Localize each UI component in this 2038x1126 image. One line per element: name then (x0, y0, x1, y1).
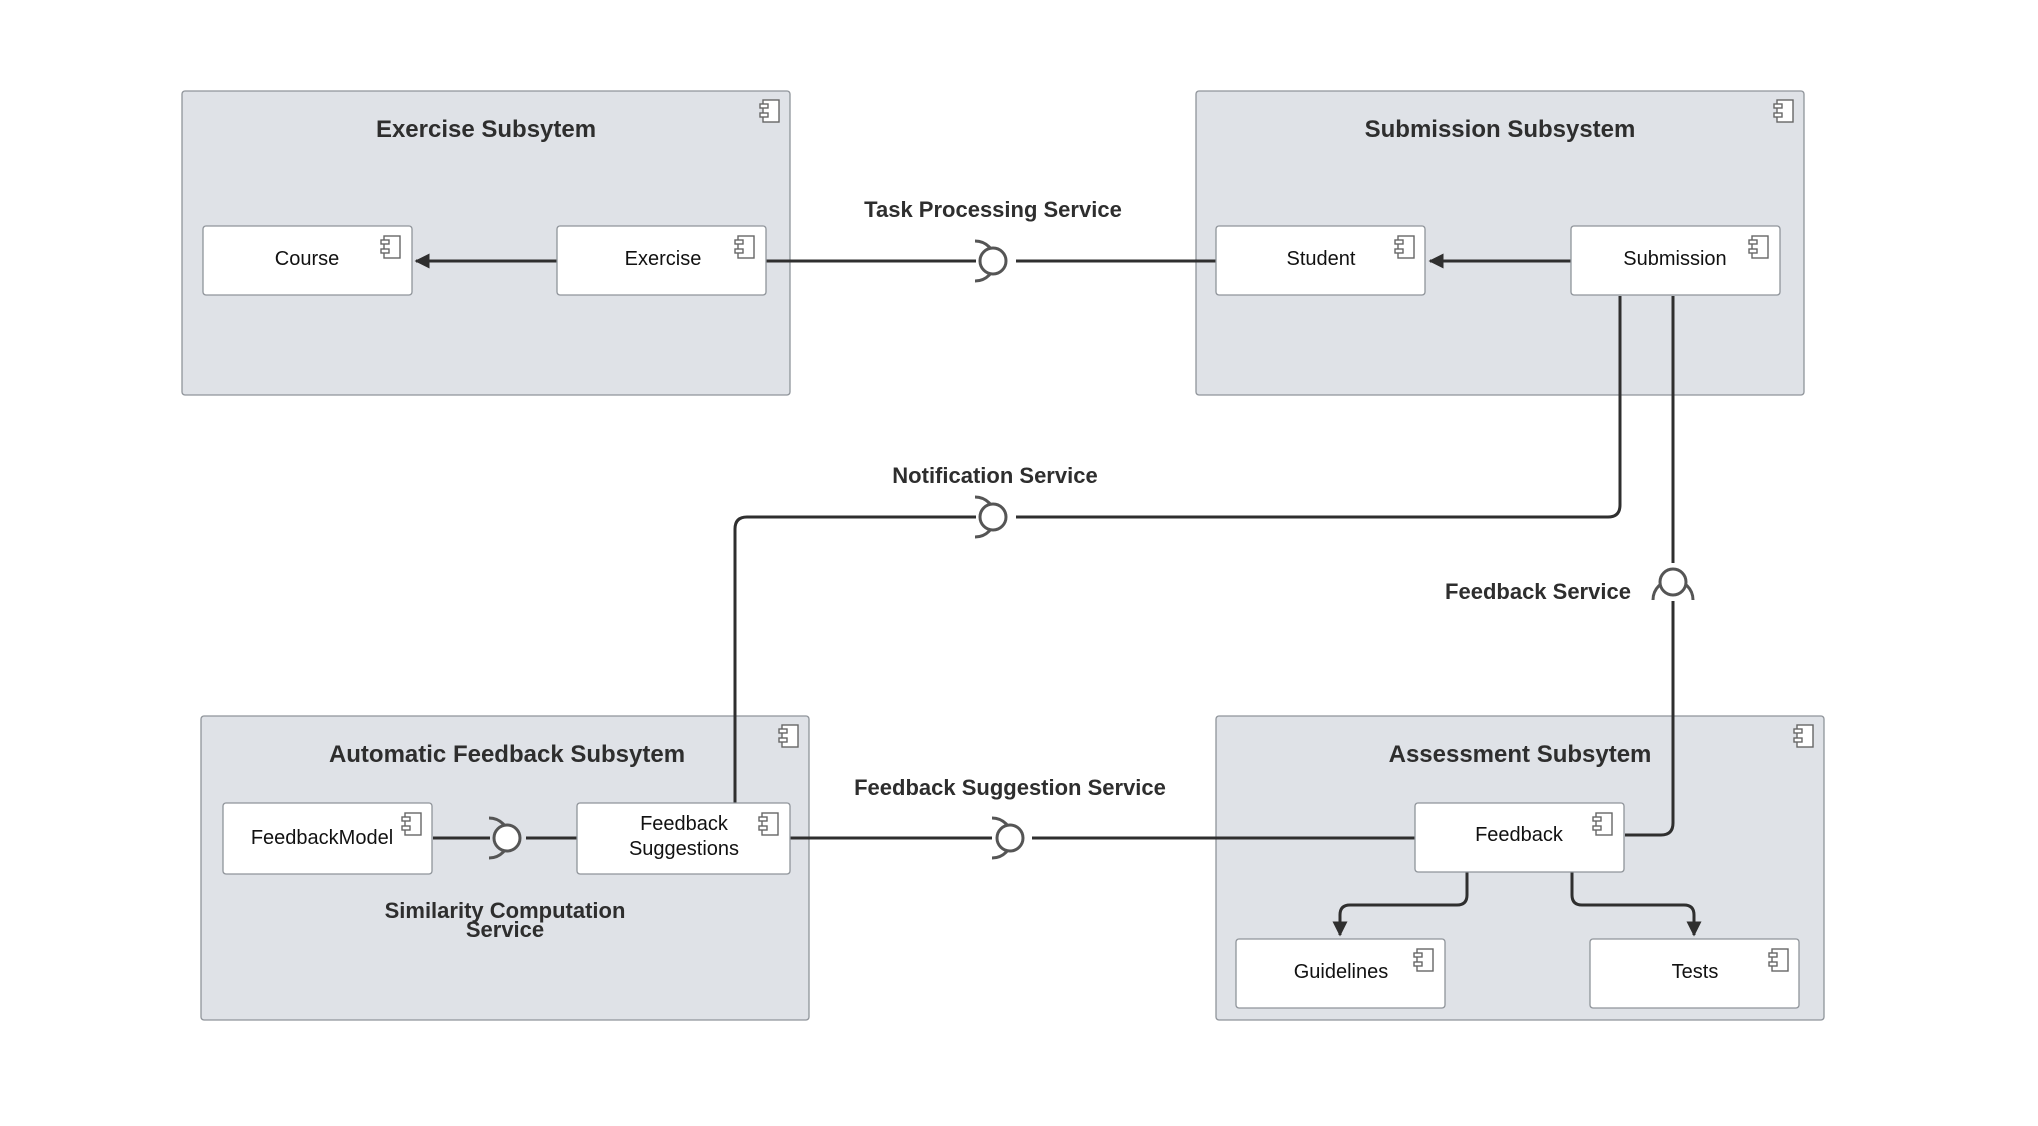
task-processing-service-label: Task Processing Service (864, 197, 1122, 222)
feedback-model-component[interactable]: FeedbackModel (222, 802, 433, 875)
feedback-service-label: Feedback Service (1445, 579, 1631, 604)
component-icon (401, 812, 422, 836)
automatic-feedback-subsystem[interactable]: Automatic Feedback Subsytem (200, 715, 810, 1021)
similarity-interface-icon[interactable] (488, 816, 522, 860)
feedback-suggestions-label-line1: Feedback (640, 813, 729, 835)
similarity-computation-service-label-line2: Service (466, 917, 544, 942)
student-component[interactable]: Student (1215, 225, 1426, 296)
submission-component[interactable]: Submission (1570, 225, 1781, 296)
submission-subsystem[interactable]: Submission Subsystem (1195, 90, 1805, 396)
feedback-to-tests-arrow (1570, 872, 1702, 937)
feedback-suggestion-service-label: Feedback Suggestion Service (854, 775, 1166, 800)
component-icon (1394, 235, 1415, 259)
component-icon (1413, 948, 1434, 972)
component-icon (758, 812, 779, 836)
assessment-subsystem-title: Assessment Subsytem (1389, 741, 1652, 768)
exercise-component[interactable]: Exercise (556, 225, 767, 296)
feedback-label: Feedback (1475, 824, 1564, 846)
automatic-feedback-subsystem-title: Automatic Feedback Subsytem (329, 741, 685, 768)
submission-label: Submission (1623, 248, 1726, 270)
feedback-suggestions-label-line2: Suggestions (629, 838, 739, 860)
component-icon (759, 99, 780, 123)
feedback-model-label: FeedbackModel (251, 827, 393, 849)
exercise-subsystem[interactable]: Exercise Subsytem (181, 90, 791, 396)
feedback-service-interface-icon[interactable] (1651, 567, 1695, 601)
course-label: Course (275, 248, 339, 270)
tests-label: Tests (1672, 961, 1719, 983)
component-icon (1768, 948, 1789, 972)
component-icon (380, 235, 401, 259)
student-label: Student (1287, 248, 1356, 270)
task-processing-interface-icon[interactable] (974, 239, 1008, 283)
feedback-to-guidelines-arrow (1332, 872, 1469, 937)
guidelines-component[interactable]: Guidelines (1235, 938, 1446, 1009)
feedback-suggestions-component[interactable]: Feedback Suggestions (576, 802, 791, 875)
submission-subsystem-title: Submission Subsystem (1365, 116, 1636, 143)
notification-service-label: Notification Service (892, 463, 1097, 488)
feedback-component[interactable]: Feedback (1414, 802, 1625, 873)
notification-wire-right (1016, 296, 1622, 519)
tests-component[interactable]: Tests (1589, 938, 1800, 1009)
component-icon (1748, 235, 1769, 259)
component-icon (778, 724, 799, 748)
course-component[interactable]: Course (202, 225, 413, 296)
component-icon (1773, 99, 1794, 123)
feedback-suggestion-interface-icon[interactable] (991, 816, 1025, 860)
exercise-subsystem-title: Exercise Subsytem (376, 116, 596, 143)
guidelines-label: Guidelines (1294, 961, 1389, 983)
component-icon (1793, 724, 1814, 748)
similarity-computation-service-label-line1: Similarity Computation (385, 898, 626, 923)
notification-wire-left (733, 515, 976, 803)
feedback-service-wire-bottom (1625, 601, 1675, 837)
component-icon (1592, 812, 1613, 836)
exercise-label: Exercise (625, 248, 702, 270)
notification-interface-icon[interactable] (974, 495, 1008, 539)
component-icon (734, 235, 755, 259)
